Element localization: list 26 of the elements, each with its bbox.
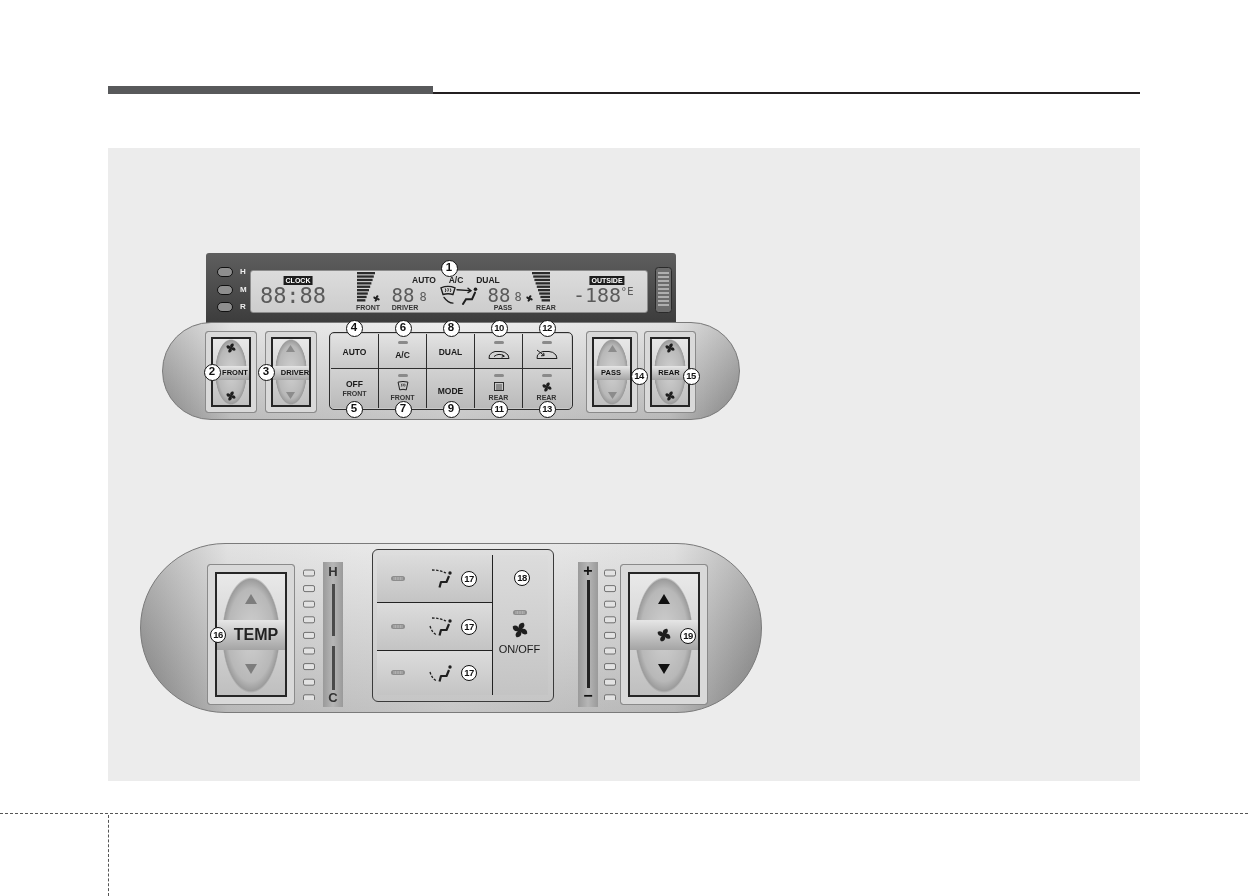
display-text: DUAL: [476, 276, 500, 285]
push-button: [376, 554, 493, 603]
push-button: [474, 333, 523, 369]
scale-mark: C: [328, 691, 338, 704]
scale-mark: +: [583, 563, 593, 579]
key-letter: R: [240, 303, 246, 311]
display-digits: -188: [572, 285, 622, 305]
push-button: AUTO: [330, 333, 379, 369]
display-digits: 8: [514, 291, 522, 303]
push-button: DUAL: [426, 333, 475, 369]
display-digits: 88: [391, 286, 415, 305]
display-text: A/C: [448, 276, 464, 285]
display-digits: 88:88: [259, 285, 327, 307]
push-button: [376, 602, 493, 651]
push-button: [376, 650, 493, 695]
lcd-display: [250, 270, 648, 313]
display-text: AUTO: [412, 276, 436, 285]
push-button: A/C: [378, 333, 427, 369]
display-digits: 8: [419, 291, 427, 303]
scale-mark: H: [328, 565, 338, 578]
scale-mark: −: [583, 688, 593, 704]
display-digits: 88: [487, 286, 511, 305]
display-digits: °E: [620, 286, 634, 297]
key-letter: H: [240, 268, 246, 276]
rocker-switch: [620, 564, 708, 705]
push-button: [522, 333, 571, 369]
